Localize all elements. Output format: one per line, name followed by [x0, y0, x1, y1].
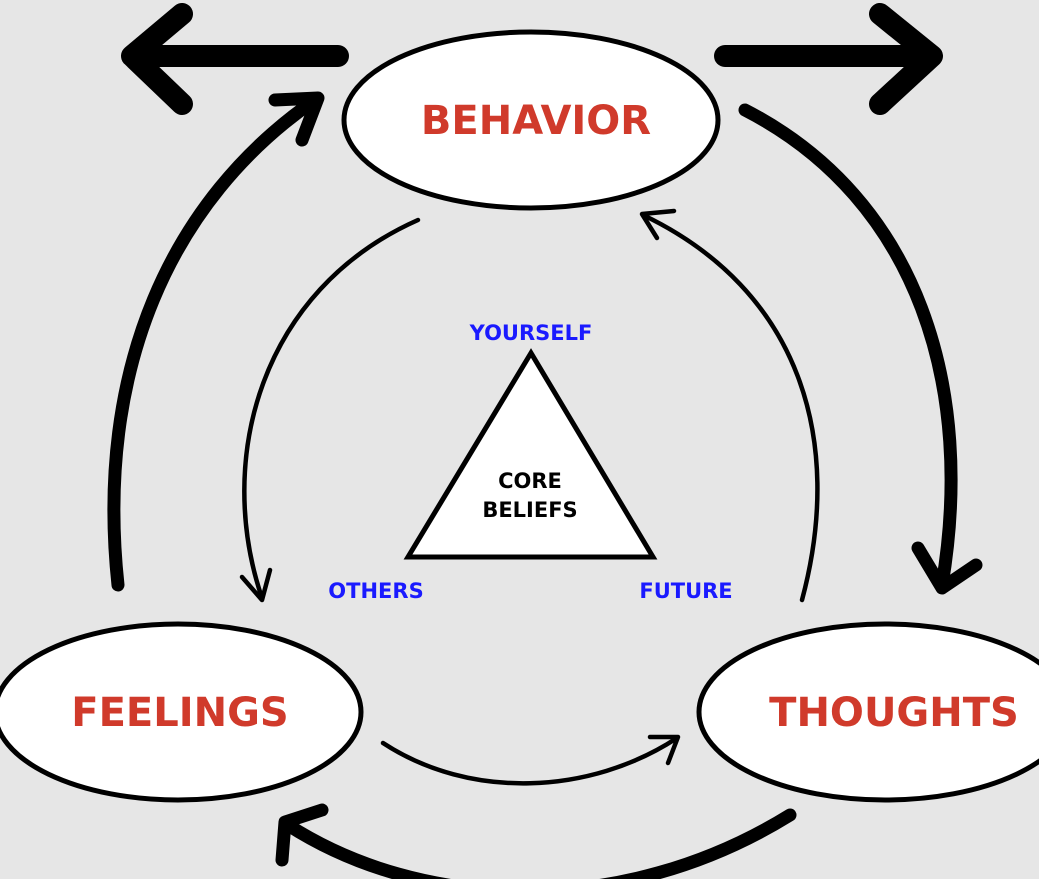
core-beliefs-triangle: CORE BELIEFS	[403, 348, 658, 560]
node-feelings: FEELINGS	[0, 621, 364, 803]
right-outward-arrow	[714, 3, 943, 115]
belief-label-future: FUTURE	[639, 579, 732, 603]
arrow-feelings-to-thoughts	[380, 734, 681, 786]
node-feelings-label: FEELINGS	[71, 690, 288, 736]
arrow-behavior-to-others	[239, 217, 421, 603]
belief-label-yourself: YOURSELF	[469, 321, 593, 345]
node-thoughts-label: THOUGHTS	[769, 690, 1019, 736]
core-label-line2: BELIEFS	[482, 498, 577, 522]
arrow-thoughts-to-feelings	[275, 803, 797, 879]
belief-label-others: OTHERS	[328, 579, 423, 603]
arrow-feelings-to-behavior	[107, 91, 325, 592]
arrow-behavior-to-thoughts	[738, 103, 983, 595]
node-behavior: BEHAVIOR	[341, 29, 721, 211]
left-outward-arrow	[121, 3, 349, 115]
node-thoughts: THOUGHTS	[696, 621, 1039, 803]
core-label-line1: CORE	[498, 469, 562, 493]
node-behavior-label: BEHAVIOR	[421, 98, 651, 144]
arrow-future-to-behavior	[639, 208, 820, 603]
